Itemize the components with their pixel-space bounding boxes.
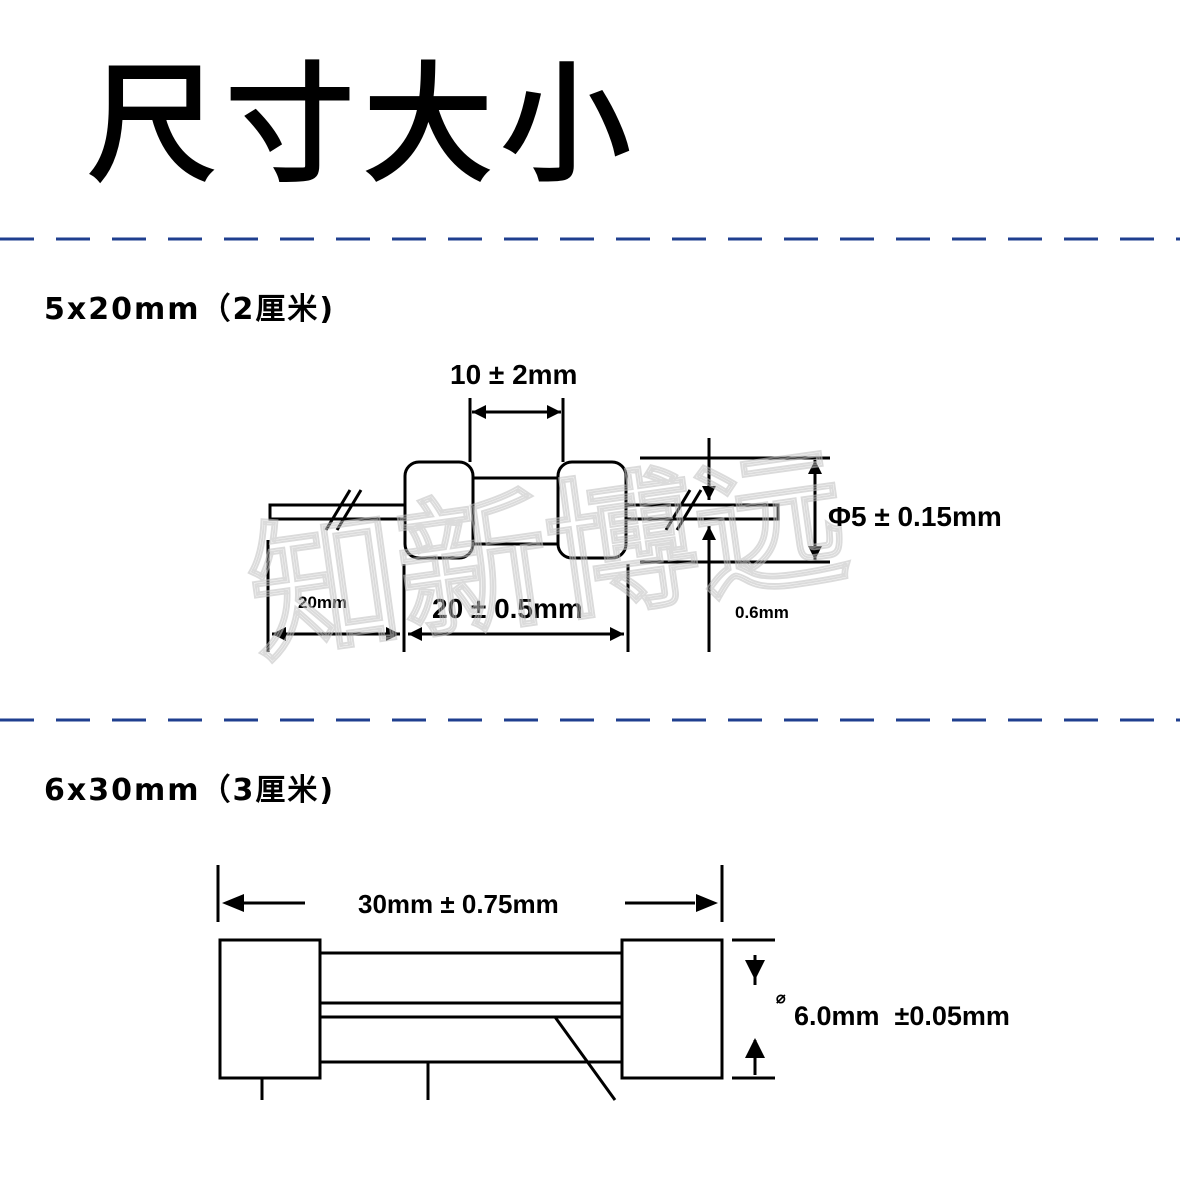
divider-bottom — [0, 718, 1180, 722]
diameter-label: Φ5 ± 0.15mm — [828, 501, 1002, 532]
body-length-label: 20 ± 0.5mm — [432, 593, 583, 624]
fuse-cap-left — [403, 460, 475, 560]
cap-spacing-label: 10 ± 2mm — [450, 359, 577, 390]
fuse-glass-highlight — [318, 1001, 624, 1019]
lead-length-label: 20mm — [298, 593, 347, 612]
divider-top — [0, 237, 1180, 241]
fuse-cap-right — [620, 938, 724, 1080]
lead-diameter-label: 0.6mm — [735, 603, 789, 622]
fuse-cap-right — [556, 460, 628, 560]
section-label-6x30: 6x30mm（3厘米) — [44, 773, 336, 808]
page-title: 尺寸大小 — [88, 51, 641, 200]
body-length-label: 30mm ± 0.75mm — [358, 889, 559, 919]
fuse-cap-left — [218, 938, 322, 1080]
section-label-5x20: 5x20mm（2厘米) — [44, 292, 336, 327]
diameter-prefix-icon: ⌀ — [776, 990, 786, 1007]
diameter-label: 6.0mm ±0.05mm — [794, 1001, 1010, 1031]
